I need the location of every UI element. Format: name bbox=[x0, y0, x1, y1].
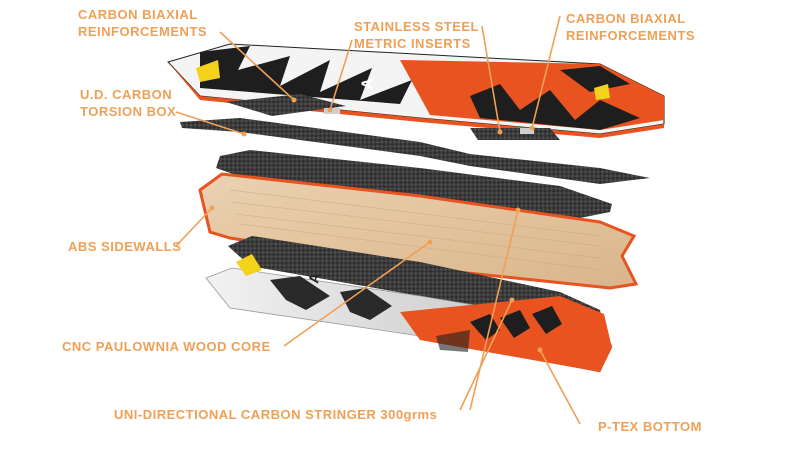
label-line: REINFORCEMENTS bbox=[78, 24, 208, 39]
label-carbon-biaxial-right: CARBON BIAXIAL REINFORCEMENTS bbox=[566, 10, 695, 44]
label-line: U.D. CARBON bbox=[80, 87, 173, 102]
label-carbon-biaxial-left: CARBON BIAXIAL REINFORCEMENTS bbox=[78, 6, 207, 40]
leader-lines bbox=[175, 15, 581, 425]
bottom-logo: A bbox=[305, 272, 323, 285]
label-line: UNI-DIRECTIONAL CARBON STRINGER 300grms bbox=[114, 407, 438, 422]
wood-core bbox=[198, 172, 639, 290]
label-line: METRIC INSERTS bbox=[354, 36, 471, 51]
label-wood-core: CNC PAULOWNIA WOOD CORE bbox=[62, 338, 271, 355]
label-line: ABS SIDEWALLS bbox=[68, 239, 182, 254]
label-stainless-inserts: STAINLESS STEEL METRIC INSERTS bbox=[354, 18, 479, 52]
label-line: STAINLESS STEEL bbox=[354, 19, 479, 34]
top-deck-logo: A bbox=[359, 77, 377, 90]
label-line: CNC PAULOWNIA WOOD CORE bbox=[62, 339, 271, 354]
label-ptex-bottom: P-TEX BOTTOM bbox=[598, 418, 702, 435]
carbon-layer bbox=[216, 150, 612, 222]
label-line: REINFORCEMENTS bbox=[566, 28, 696, 43]
label-abs-sidewalls: ABS SIDEWALLS bbox=[68, 238, 181, 255]
label-line: CARBON BIAXIAL bbox=[566, 11, 686, 26]
bottom-layer: A bbox=[205, 236, 613, 373]
label-ud-carbon: U.D. CARBON TORSION BOX bbox=[80, 86, 176, 120]
top-deck: A bbox=[167, 43, 665, 138]
label-line: TORSION BOX bbox=[80, 104, 177, 119]
metric-insert bbox=[520, 128, 534, 134]
ud-carbon-torsion-box bbox=[180, 118, 650, 184]
label-carbon-stringer: UNI-DIRECTIONAL CARBON STRINGER 300grms bbox=[114, 406, 437, 423]
label-line: P-TEX BOTTOM bbox=[598, 419, 702, 434]
label-line: CARBON BIAXIAL bbox=[78, 7, 198, 22]
